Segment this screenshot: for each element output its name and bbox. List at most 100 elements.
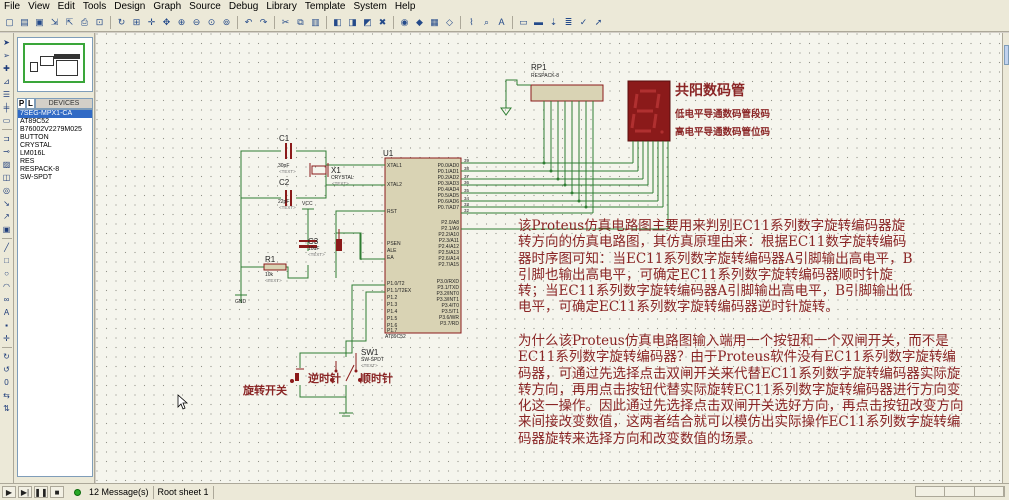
import-icon[interactable]: ⇲ xyxy=(50,16,59,27)
c3-capacitor[interactable] xyxy=(299,240,317,248)
library-manager-button[interactable]: L xyxy=(26,98,35,109)
device-item[interactable]: SW-SPDT xyxy=(20,174,53,181)
pick-devices-button[interactable]: P xyxy=(17,98,26,109)
step-icon[interactable]: ▶| xyxy=(18,486,32,498)
zoom-to-child-icon[interactable]: ⇣ xyxy=(549,16,558,27)
search-tag-icon[interactable]: ⌕ xyxy=(483,16,490,27)
menu-tools[interactable]: Tools xyxy=(82,1,107,12)
rp1-resistor-pack[interactable] xyxy=(500,79,604,116)
wire-autorouter-icon[interactable]: ⌇ xyxy=(469,16,474,27)
rotate-ccw-icon[interactable]: ↺ xyxy=(3,365,10,374)
c2-capacitor[interactable] xyxy=(285,190,292,206)
print-area-icon[interactable]: ⊡ xyxy=(95,16,104,27)
junction-dot-icon[interactable]: ✚ xyxy=(3,64,10,73)
stop-icon[interactable]: ■ xyxy=(50,486,64,498)
menu-edit[interactable]: Edit xyxy=(57,1,75,12)
tape-recorder-icon[interactable]: ◫ xyxy=(2,173,11,182)
text-script-icon[interactable]: ☰ xyxy=(2,90,11,99)
zoom-in-icon[interactable]: ⊕ xyxy=(177,16,186,27)
wire-label-icon[interactable]: ⊿ xyxy=(3,77,10,86)
voltage-probe-icon[interactable]: ↘ xyxy=(3,199,10,208)
device-item[interactable]: 7SEG-MPX1-CA xyxy=(18,110,92,118)
zoom-area-icon[interactable]: ⊚ xyxy=(222,16,231,27)
menu-debug[interactable]: Debug xyxy=(228,1,259,12)
marker-icon[interactable]: ✛ xyxy=(3,334,10,343)
menu-source[interactable]: Source xyxy=(189,1,221,12)
paste-icon[interactable]: ▥ xyxy=(311,16,320,27)
menu-help[interactable]: Help xyxy=(394,1,416,12)
menu-library[interactable]: Library xyxy=(266,1,297,12)
overview-window[interactable] xyxy=(17,37,93,92)
device-item[interactable]: AT89C52 xyxy=(20,118,50,125)
packaging-icon[interactable]: ▦ xyxy=(430,16,439,27)
vertical-scrollbar[interactable] xyxy=(1002,33,1009,483)
scrollbar-thumb[interactable] xyxy=(1004,45,1009,65)
c1-capacitor[interactable] xyxy=(285,143,292,159)
circle-icon[interactable]: ○ xyxy=(4,269,9,278)
block-copy-icon[interactable]: ◧ xyxy=(333,16,342,27)
make-device-icon[interactable]: ◆ xyxy=(416,16,423,27)
menu-view[interactable]: View xyxy=(28,1,50,12)
mirror-y-icon[interactable]: ⇅ xyxy=(3,404,10,413)
virtual-instruments-icon[interactable]: ▣ xyxy=(2,225,11,234)
seven-segment-display[interactable] xyxy=(627,80,671,142)
print-icon[interactable]: ⎙ xyxy=(80,16,89,27)
block-rotate-icon[interactable]: ◩ xyxy=(363,16,372,27)
block-delete-icon[interactable]: ✖ xyxy=(378,16,387,27)
origin-icon[interactable]: ✛ xyxy=(147,16,156,27)
undo-icon[interactable]: ↶ xyxy=(244,16,253,27)
symbol-icon[interactable]: ▪ xyxy=(5,321,8,330)
u1-microcontroller[interactable] xyxy=(384,157,462,334)
device-item[interactable]: B76002V2279M025 xyxy=(20,126,82,133)
pause-icon[interactable]: ❚❚ xyxy=(34,486,48,498)
new-sheet-icon[interactable]: ▭ xyxy=(519,16,528,27)
schematic-drawing[interactable]: RP1 RESPACK-8 xyxy=(96,33,1002,483)
r1-resistor[interactable] xyxy=(241,263,287,271)
electrical-check-icon[interactable]: ✓ xyxy=(579,16,588,27)
line-icon[interactable]: ╱ xyxy=(4,243,9,252)
save-icon[interactable]: ▣ xyxy=(35,16,44,27)
open-file-icon[interactable]: ▤ xyxy=(20,16,29,27)
generator-icon[interactable]: ◎ xyxy=(3,186,10,195)
devices-list[interactable]: 7SEG-MPX1-CA AT89C52 B76002V2279M025 BUT… xyxy=(17,109,93,477)
new-file-icon[interactable]: ▢ xyxy=(5,16,14,27)
arc-icon[interactable]: ◠ xyxy=(3,282,10,291)
device-pins-icon[interactable]: ⊸ xyxy=(3,147,10,156)
message-count[interactable]: 12 Message(s) xyxy=(85,485,154,499)
remove-sheet-icon[interactable]: ▬ xyxy=(534,17,543,27)
device-item[interactable]: CRYSTAL xyxy=(20,142,52,149)
block-move-icon[interactable]: ◨ xyxy=(348,16,357,27)
export-icon[interactable]: ⇱ xyxy=(65,16,74,27)
toggle-grid-icon[interactable]: ⊞ xyxy=(132,16,141,27)
device-item[interactable]: LM016L xyxy=(20,150,46,157)
selection-mode-icon[interactable]: ➤ xyxy=(3,38,10,47)
device-item[interactable]: RESPACK-8 xyxy=(20,166,60,173)
graph-mode-icon[interactable]: ▨ xyxy=(2,160,11,169)
x1-crystal[interactable] xyxy=(309,163,329,177)
menu-design[interactable]: Design xyxy=(114,1,146,12)
schematic-canvas[interactable]: RP1 RESPACK-8 xyxy=(96,33,1002,483)
menu-file[interactable]: File xyxy=(4,1,21,12)
play-icon[interactable]: ▶ xyxy=(2,486,16,498)
redo-icon[interactable]: ↷ xyxy=(259,16,268,27)
zoom-out-icon[interactable]: ⊖ xyxy=(192,16,201,27)
sub-circuit-icon[interactable]: ▭ xyxy=(2,116,11,125)
menu-graph[interactable]: Graph xyxy=(153,1,182,12)
rotate-cw-icon[interactable]: ↻ xyxy=(3,352,10,361)
bill-of-materials-icon[interactable]: ≣ xyxy=(564,16,573,27)
sw1-spdt-switch[interactable] xyxy=(330,353,362,382)
decompose-icon[interactable]: ◇ xyxy=(446,16,453,27)
reset-button[interactable] xyxy=(336,229,342,251)
device-item[interactable]: BUTTON xyxy=(20,134,49,141)
menu-system[interactable]: System xyxy=(353,1,387,12)
mirror-x-icon[interactable]: ⇆ xyxy=(3,391,10,400)
menu-template[interactable]: Template xyxy=(304,1,346,12)
copy-icon[interactable]: ⧉ xyxy=(297,16,304,27)
encoder-push-button[interactable] xyxy=(290,368,304,383)
cut-icon[interactable]: ✂ xyxy=(281,16,290,27)
pan-icon[interactable]: ✥ xyxy=(162,16,171,27)
refresh-icon[interactable]: ↻ xyxy=(117,16,126,27)
property-assignment-icon[interactable]: A xyxy=(498,17,505,27)
overview-view-frame[interactable] xyxy=(23,43,85,83)
component-mode-icon[interactable]: ➢ xyxy=(3,51,10,60)
